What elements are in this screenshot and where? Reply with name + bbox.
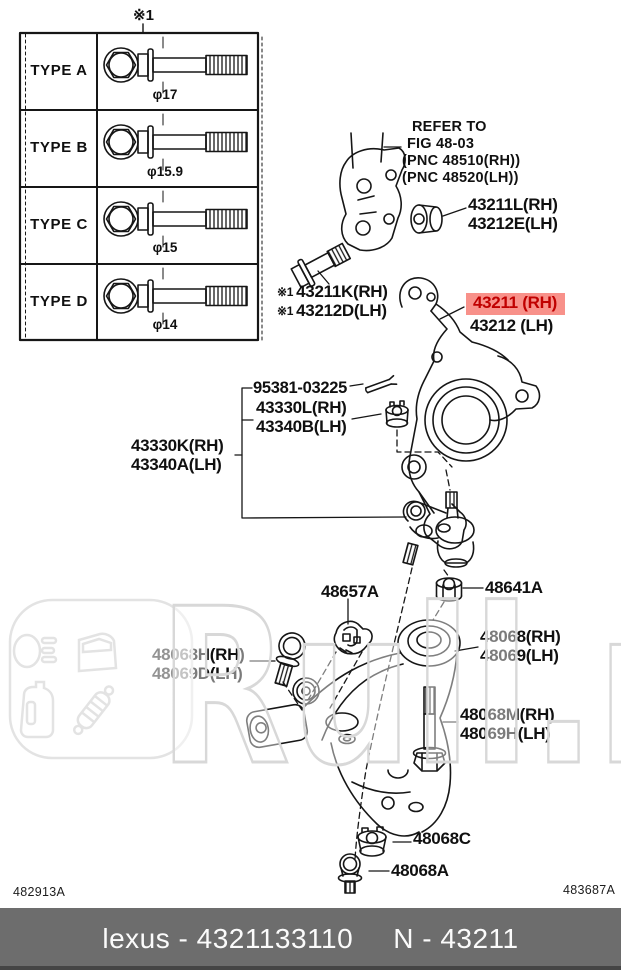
table-type-a-label: TYPE A (30, 62, 88, 79)
callout-95381[interactable]: 95381-03225 (253, 379, 347, 397)
callout-43330l[interactable]: 43330L(RH) 43340B(LH) (256, 398, 347, 436)
diagram-line-art (18, 23, 541, 894)
remark-1-note: ※1 (133, 7, 154, 24)
refer-note-line4: (PNC 48520(LH)) (402, 170, 519, 186)
type-table-grid (18, 23, 263, 344)
refer-note: REFER TO FIG 48-03 (PNC 48510(RH)) (PNC … (402, 119, 520, 187)
bolt-illustration-type-b (103, 113, 248, 171)
nut-48641a-drawing (435, 577, 463, 602)
remark-1-ref: ※1 (277, 285, 294, 299)
nut-48068c-drawing (357, 826, 387, 857)
nut-43211l-drawing (410, 204, 443, 234)
callout-43212e-lh[interactable]: 43212E(LH) (468, 213, 558, 233)
bolt-48068m-drawing (412, 686, 447, 772)
leader-lines (234, 146, 484, 872)
cotter-pin-drawing (364, 374, 398, 394)
callout-48069h-lh[interactable]: 48069H(LH) (460, 723, 551, 743)
bolt-43211k-drawing (290, 242, 352, 289)
assembly-dashed-lines (282, 429, 453, 861)
table-type-c-label: TYPE C (30, 216, 88, 233)
figure-id-right: 483687A (563, 883, 616, 897)
ball-joint-drawing (402, 491, 475, 568)
castle-nut-drawing (385, 400, 409, 428)
table-type-a-diameter: φ17 (152, 87, 178, 102)
table-type-b-label: TYPE B (30, 139, 88, 156)
table-type-d-diameter: φ14 (152, 317, 178, 332)
callout-43340a-lh[interactable]: 43340A(LH) (131, 454, 222, 474)
callout-48641a[interactable]: 48641A (485, 578, 543, 597)
bolt-48068h-drawing (274, 632, 306, 687)
callout-43211-highlighted[interactable]: 43211 (RH) (466, 293, 565, 315)
callout-43330k-rh[interactable]: 43330K(RH) (131, 436, 224, 455)
callout-48069d-lh[interactable]: 48069D(LH) (152, 663, 243, 683)
footer-brand-part: lexus - 4321133110 (102, 923, 354, 954)
refer-note-line1: REFER TO (412, 119, 487, 135)
lower-control-arm-drawing (245, 619, 461, 837)
callout-48068a[interactable]: 48068A (391, 861, 449, 880)
callout-43212d-lh[interactable]: 43212D(LH) (296, 300, 387, 320)
figure-id-left: 482913A (13, 885, 66, 899)
callout-43211l-rh[interactable]: 43211L(RH) (468, 195, 558, 214)
bolt-illustration-type-d (103, 267, 248, 325)
callout-43211l[interactable]: 43211L(RH) 43212E(LH) (468, 195, 558, 233)
table-type-c-diameter: φ15 (152, 240, 178, 255)
callout-48068-rh[interactable]: 48068(RH) (480, 627, 561, 646)
callout-43330l-rh[interactable]: 43330L(RH) (256, 398, 347, 417)
bolt-illustration-type-a (103, 36, 248, 94)
table-type-d-label: TYPE D (30, 293, 88, 310)
callout-48068m[interactable]: 48068M(RH) 48069H(LH) (460, 705, 555, 743)
callout-48068m-rh[interactable]: 48068M(RH) (460, 705, 555, 724)
callout-48069-lh[interactable]: 48069(LH) (480, 645, 559, 665)
refer-note-line2: FIG 48-03 (407, 136, 475, 152)
bolt-illustration-type-c (103, 190, 248, 248)
caliper-bracket-drawing (339, 132, 406, 252)
callout-48657a[interactable]: 48657A (321, 582, 379, 601)
callout-43340b-lh[interactable]: 43340B(LH) (256, 416, 347, 436)
callout-48068[interactable]: 48068(RH) 48069(LH) (480, 627, 561, 665)
callout-48068h[interactable]: 48068H(RH) 48069D(LH) (152, 645, 245, 683)
steering-knuckle-drawing (399, 277, 541, 550)
remark-1-ref-2: ※1 (277, 303, 294, 318)
clamp-48657a-drawing (333, 620, 373, 655)
callout-48068h-rh[interactable]: 48068H(RH) (152, 645, 245, 664)
table-type-b-diameter: φ15.9 (147, 164, 183, 179)
footer-bottom-edge (0, 966, 621, 970)
footer-catalog-code: N - 43211 (393, 923, 519, 954)
callout-43330k[interactable]: 43330K(RH) 43340A(LH) (131, 436, 224, 474)
footer-bar: lexus - 4321133110 N - 43211 (0, 908, 621, 970)
callout-43211k-rh[interactable]: 43211K(RH) (296, 282, 388, 301)
bolt-48068a-drawing (337, 853, 363, 894)
refer-note-line3: (PNC 48510(RH)) (402, 153, 521, 169)
callout-43212-lh[interactable]: 43212 (LH) (470, 316, 553, 335)
callout-48068c[interactable]: 48068C (413, 829, 471, 848)
